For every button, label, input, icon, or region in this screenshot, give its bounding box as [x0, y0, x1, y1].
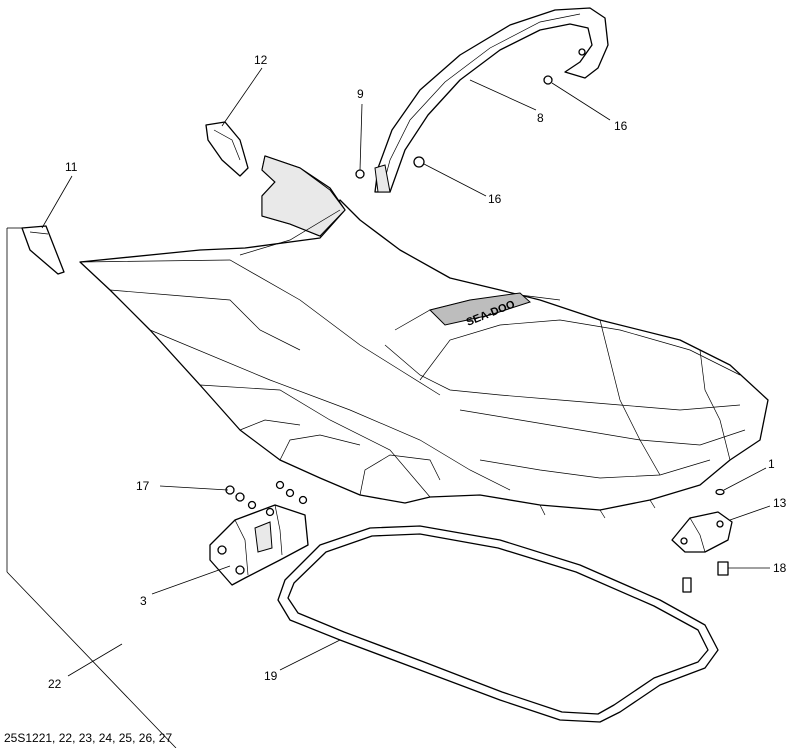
nut-part-9 [355, 169, 365, 179]
screw-part-16-upper [543, 48, 586, 85]
grab-strap-part-8 [374, 7, 609, 193]
leader-lines [41, 67, 771, 677]
screw-part-16-lower [413, 156, 425, 168]
callouts: 1 3 8 9 11 12 13 16 16 17 18 19 22 [48, 53, 787, 691]
handle-cover-part-12 [205, 121, 249, 177]
callout-11: 11 [65, 160, 78, 174]
callout-12: 12 [254, 53, 268, 67]
assembly-bracket-22 [6, 227, 177, 748]
small-cover-part-11 [21, 225, 65, 275]
callout-18: 18 [773, 561, 787, 575]
seat-body: SEA-DOO [79, 155, 769, 519]
callout-22: 22 [48, 677, 62, 691]
bolts-part-18 [682, 561, 729, 593]
washer-part-1 [715, 488, 725, 496]
callout-16-lower: 16 [488, 192, 502, 206]
diagram-reference-code: 25S1221, 22, 23, 24, 25, 26, 27 [4, 731, 172, 745]
nuts-part-17 [225, 480, 308, 517]
seal-part-19 [277, 525, 719, 723]
callout-13: 13 [773, 496, 787, 510]
callout-17: 17 [136, 479, 150, 493]
callout-9: 9 [357, 87, 364, 101]
callout-3: 3 [140, 594, 147, 608]
bracket-part-3 [209, 504, 309, 586]
latch-part-13 [671, 511, 733, 553]
callout-19: 19 [264, 669, 278, 683]
callout-8: 8 [537, 111, 544, 125]
callout-1: 1 [768, 457, 775, 471]
callout-16-upper: 16 [614, 119, 628, 133]
